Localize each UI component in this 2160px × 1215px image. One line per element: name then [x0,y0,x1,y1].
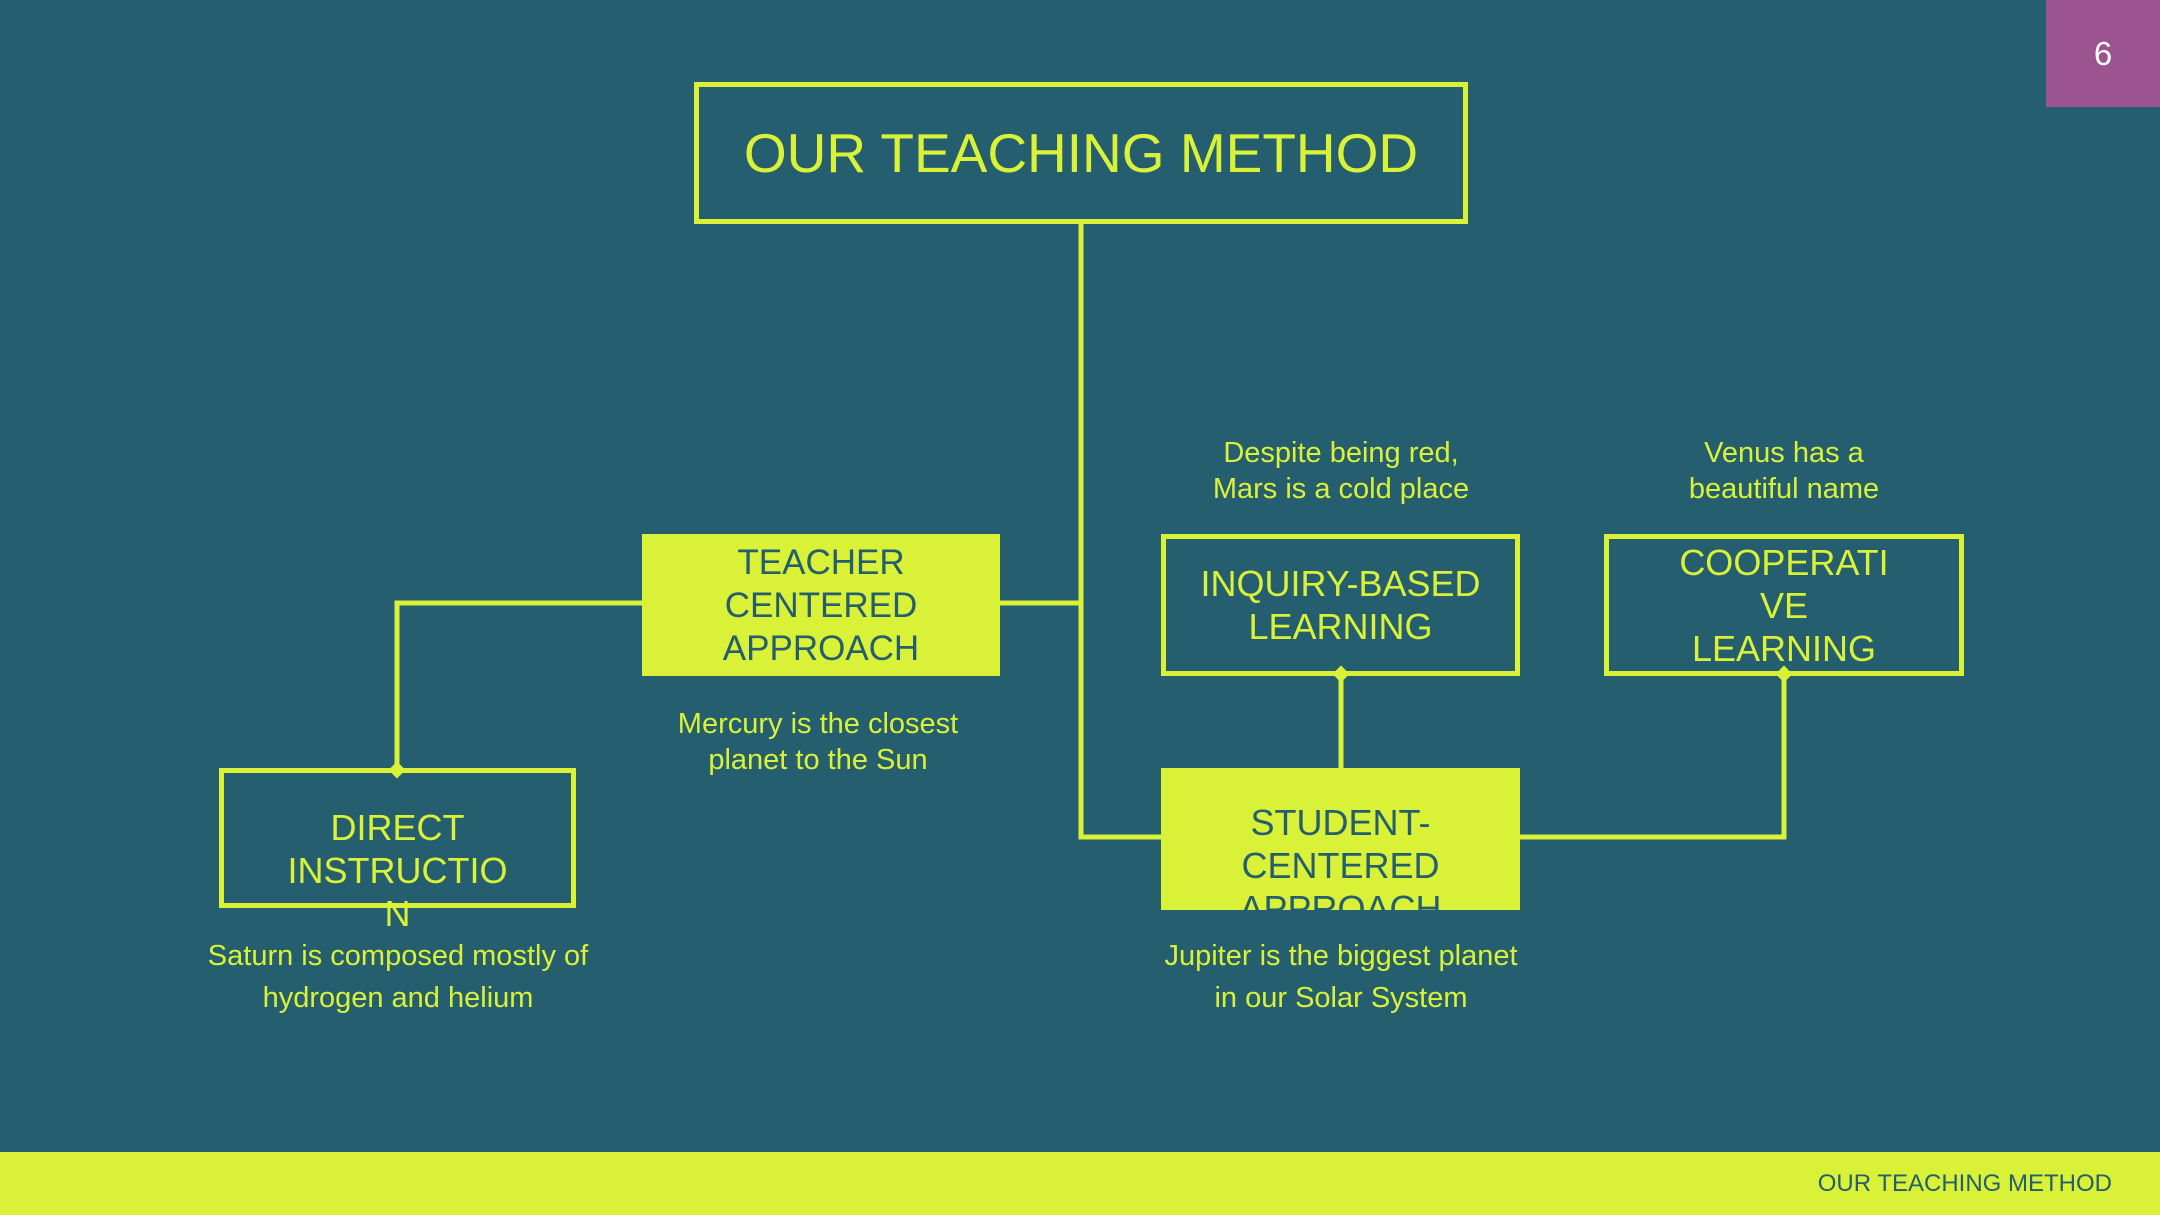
node-cooperative-learning: COOPERATI VE LEARNING [1604,534,1964,676]
node-direct-instruction: DIRECT INSTRUCTIO N [219,768,576,934]
footer-bar: OUR TEACHING METHOD [0,1152,2160,1215]
node-student-centered-label: STUDENT- CENTERED APPROACH [1239,802,1442,910]
desc-cooperative: Venus has a beautiful name [1688,437,1880,505]
node-student-centered-approach: STUDENT- CENTERED APPROACH [1161,768,1520,910]
footer-label: OUR TEACHING METHOD [1817,1170,2112,1197]
node-teacher-centered-approach: TEACHER CENTERED APPROACH [642,534,1000,676]
node-direct-instruction-label: DIRECT INSTRUCTIO N [287,807,508,934]
node-inquiry-based-label: INQUIRY-BASED LEARNING [1200,563,1481,647]
diagram-title: OUR TEACHING METHOD [694,82,1468,224]
desc-student-centered: Jupiter is the biggest planet in our Sol… [1164,940,1518,1014]
page-number-badge: 6 [2046,0,2160,107]
desc-inquiry-based: Despite being red, Mars is a cold place [1212,437,1470,505]
desc-direct-instruction: Saturn is composed mostly of hydrogen an… [207,940,589,1014]
node-cooperative-label: COOPERATI VE LEARNING [1679,541,1889,669]
connector-student-to-cooperative [1519,674,1787,840]
desc-teacher-centered: Mercury is the closest planet to the Sun [677,708,959,776]
connector-teacher-to-direct [394,600,642,770]
connector-title-to-student [1078,224,1163,840]
node-teacher-centered-label: TEACHER CENTERED APPROACH [722,542,920,668]
node-inquiry-based-learning: INQUIRY-BASED LEARNING [1161,534,1520,676]
